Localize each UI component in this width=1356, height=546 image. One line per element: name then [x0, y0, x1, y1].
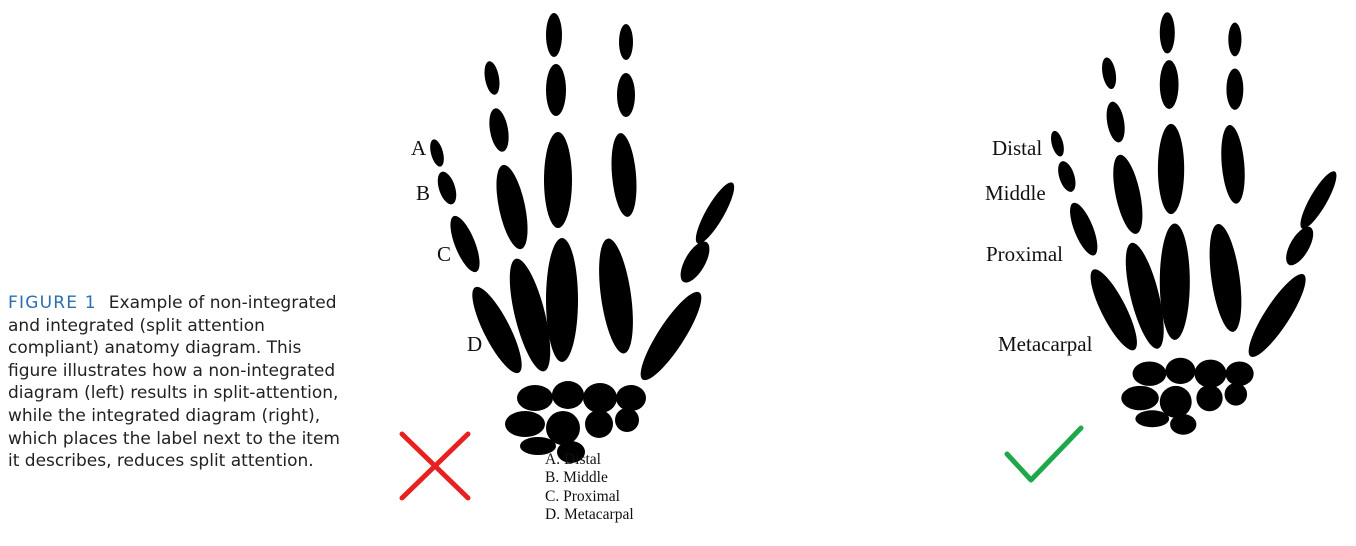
legend-item-metacarpal: D. Metacarpal — [545, 506, 634, 524]
hand-skeleton-left — [395, 0, 755, 470]
bone-label-metacarpal: Metacarpal — [998, 334, 1092, 355]
bone-label-proximal: Proximal — [986, 244, 1063, 265]
hand-skeleton-right — [1018, 0, 1356, 470]
legend-item-distal: A. Distal — [545, 451, 634, 469]
letter-label-b: B — [416, 183, 430, 204]
check-icon — [1003, 424, 1085, 486]
letter-label-a: A — [411, 138, 426, 159]
letter-label-c: C — [437, 244, 451, 265]
bone-label-middle: Middle — [985, 183, 1046, 204]
bone-label-distal: Distal — [992, 138, 1042, 159]
label-legend: A. Distal B. Middle C. Proximal D. Metac… — [545, 451, 634, 524]
figure-label: FIGURE 1 — [8, 293, 97, 313]
letter-label-d: D — [467, 334, 482, 355]
legend-item-proximal: C. Proximal — [545, 488, 634, 506]
legend-item-middle: B. Middle — [545, 469, 634, 487]
cross-icon — [398, 430, 472, 502]
caption-text: Example of non-integrated and integrated… — [8, 293, 340, 471]
